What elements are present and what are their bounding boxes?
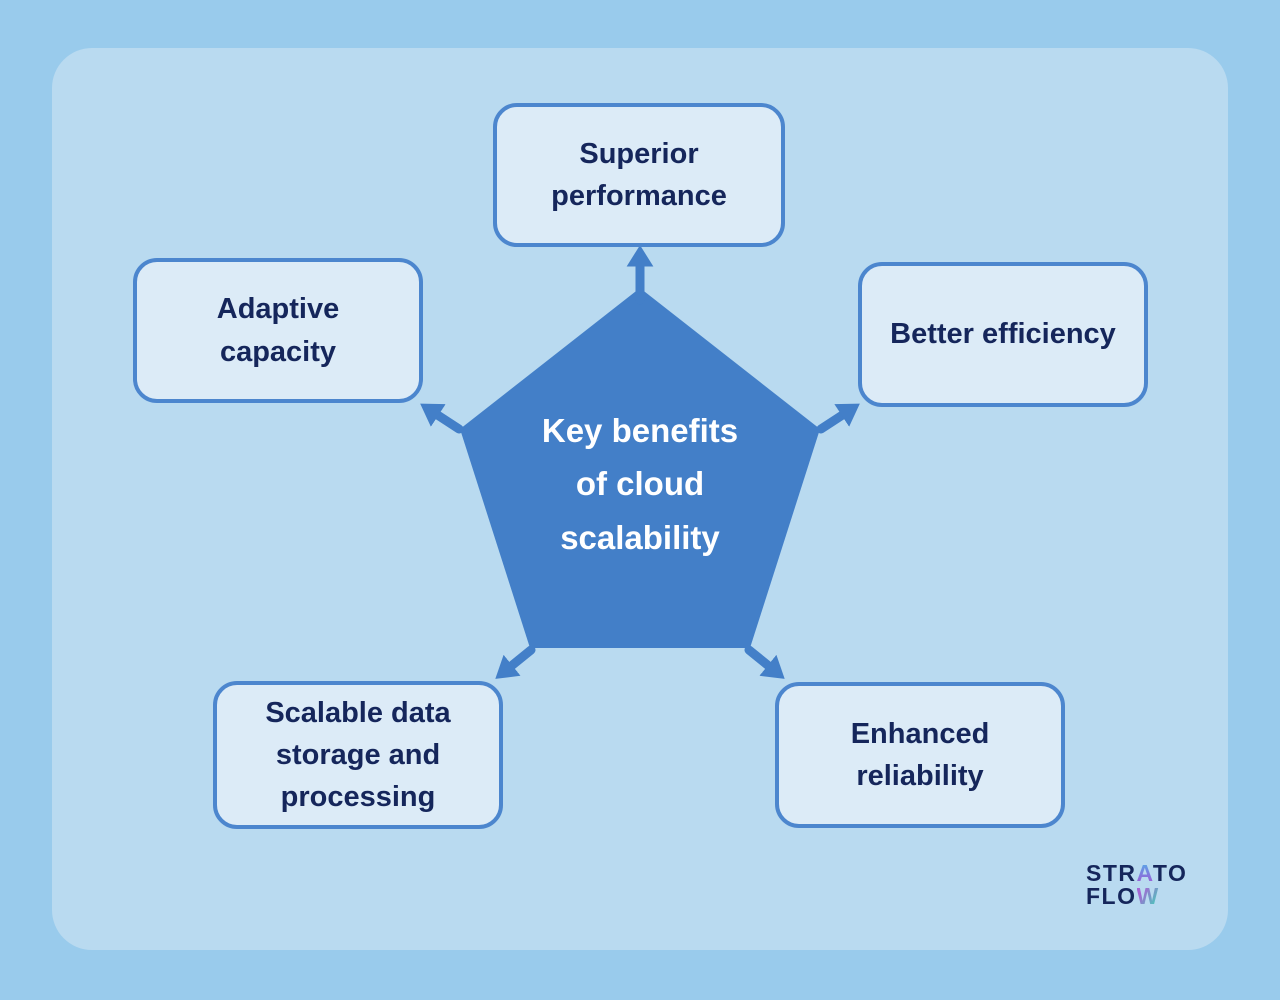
logo-line-strato: STRATO xyxy=(1086,860,1188,886)
logo-gradient-letter-a: A xyxy=(1136,860,1153,886)
arrow-to-enhanced-reliability xyxy=(744,645,785,679)
node-enhanced-reliability: Enhanced reliability xyxy=(775,682,1065,828)
arrow-to-better-efficiency xyxy=(816,403,860,434)
node-superior-performance: Superior performance xyxy=(493,103,785,247)
node-label: Superior performance xyxy=(551,137,727,212)
center-pentagon-shape xyxy=(460,288,820,648)
stratoflow-logo: STRATO FLOW xyxy=(1086,862,1187,908)
arrow-to-adaptive-capacity xyxy=(420,403,464,434)
node-label: Enhanced reliability xyxy=(850,717,990,792)
node-scalable-data-storage: Scalable data storage and processing xyxy=(213,681,503,829)
node-label: Better efficiency xyxy=(890,318,1116,351)
node-label: Scalable data storage and processing xyxy=(265,696,451,814)
logo-gradient-letter-w: W xyxy=(1136,883,1160,909)
node-adaptive-capacity: Adaptive capacity xyxy=(133,258,423,403)
center-pentagon-label: Key benefits of cloud scalability xyxy=(541,411,739,556)
node-label: Adaptive capacity xyxy=(216,293,340,368)
arrow-to-scalable-data-storage xyxy=(495,645,536,679)
logo-line-flow: FLOW xyxy=(1086,883,1160,909)
node-better-efficiency: Better efficiency xyxy=(858,262,1148,407)
